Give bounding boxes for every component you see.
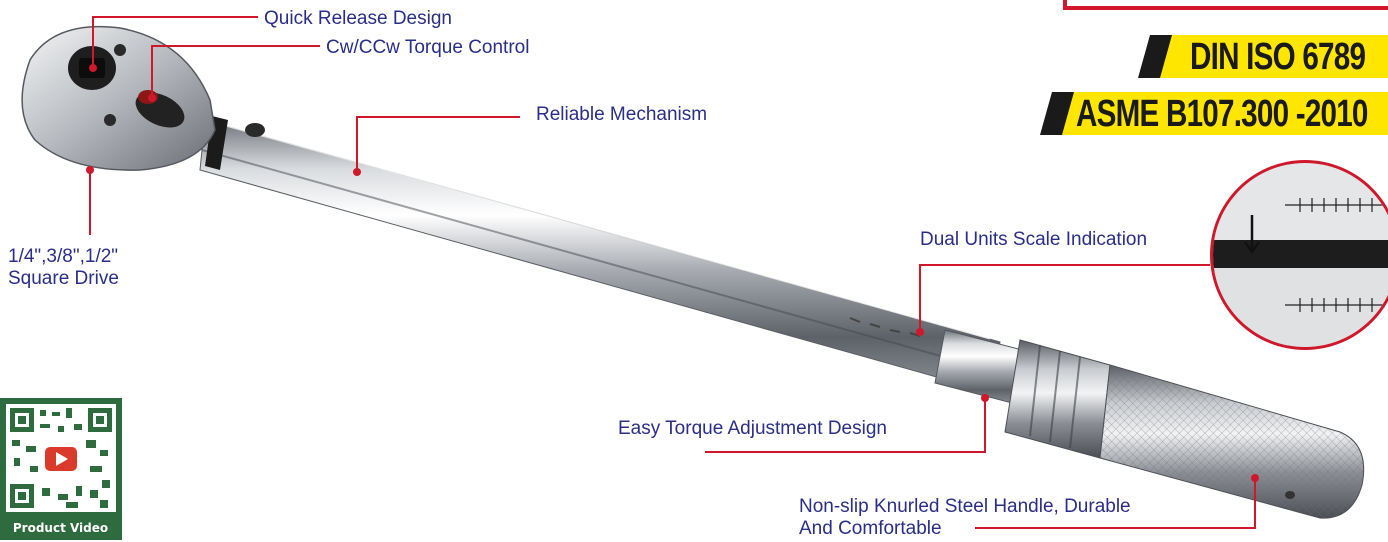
red-frame-top <box>1063 0 1388 10</box>
callout-line-dual-units <box>919 264 1210 332</box>
label-easy-adjust: Easy Torque Adjustment Design <box>618 418 887 439</box>
callout-line-quick-release <box>92 16 258 68</box>
label-square-drive-line1: 1/4",3/8",1/2" <box>8 246 119 267</box>
ratchet-head <box>21 25 265 171</box>
knurled-handle <box>1004 339 1365 519</box>
label-square-drive-line2: Square Drive <box>8 268 119 289</box>
label-handle-line1: Non-slip Knurled Steel Handle, Durable <box>799 496 1131 517</box>
label-knurled-handle: Non-slip Knurled Steel Handle, Durable A… <box>799 496 1131 540</box>
badge-din-iso: DIN ISO 6789 <box>1190 36 1366 78</box>
callout-line-handle <box>975 478 1256 529</box>
label-handle-line2: And Comfortable <box>799 518 942 539</box>
callout-line-torque-control <box>151 45 320 98</box>
scale-collar <box>849 317 1031 406</box>
scale-magnifier <box>1210 160 1388 350</box>
label-torque-control: Cw/CCw Torque Control <box>326 37 530 58</box>
callout-lines <box>89 16 1256 529</box>
label-quick-release: Quick Release Design <box>264 8 452 29</box>
label-square-drive: 1/4",3/8",1/2" Square Drive <box>8 246 119 290</box>
qr-code <box>0 398 122 540</box>
callout-line-reliable <box>356 116 520 172</box>
qr-caption: Product Video <box>12 521 109 535</box>
badge-asme: ASME B107.300 -2010 <box>1076 93 1368 135</box>
label-reliable-mechanism: Reliable Mechanism <box>536 104 708 125</box>
callout-line-easy-adjust <box>705 398 986 453</box>
badge-din-bg <box>1138 35 1388 78</box>
callout-dots <box>86 64 1259 482</box>
wrench-tube <box>199 119 1001 393</box>
badge-asme-bg <box>1040 92 1388 135</box>
label-dual-units: Dual Units Scale Indication <box>920 229 1148 250</box>
